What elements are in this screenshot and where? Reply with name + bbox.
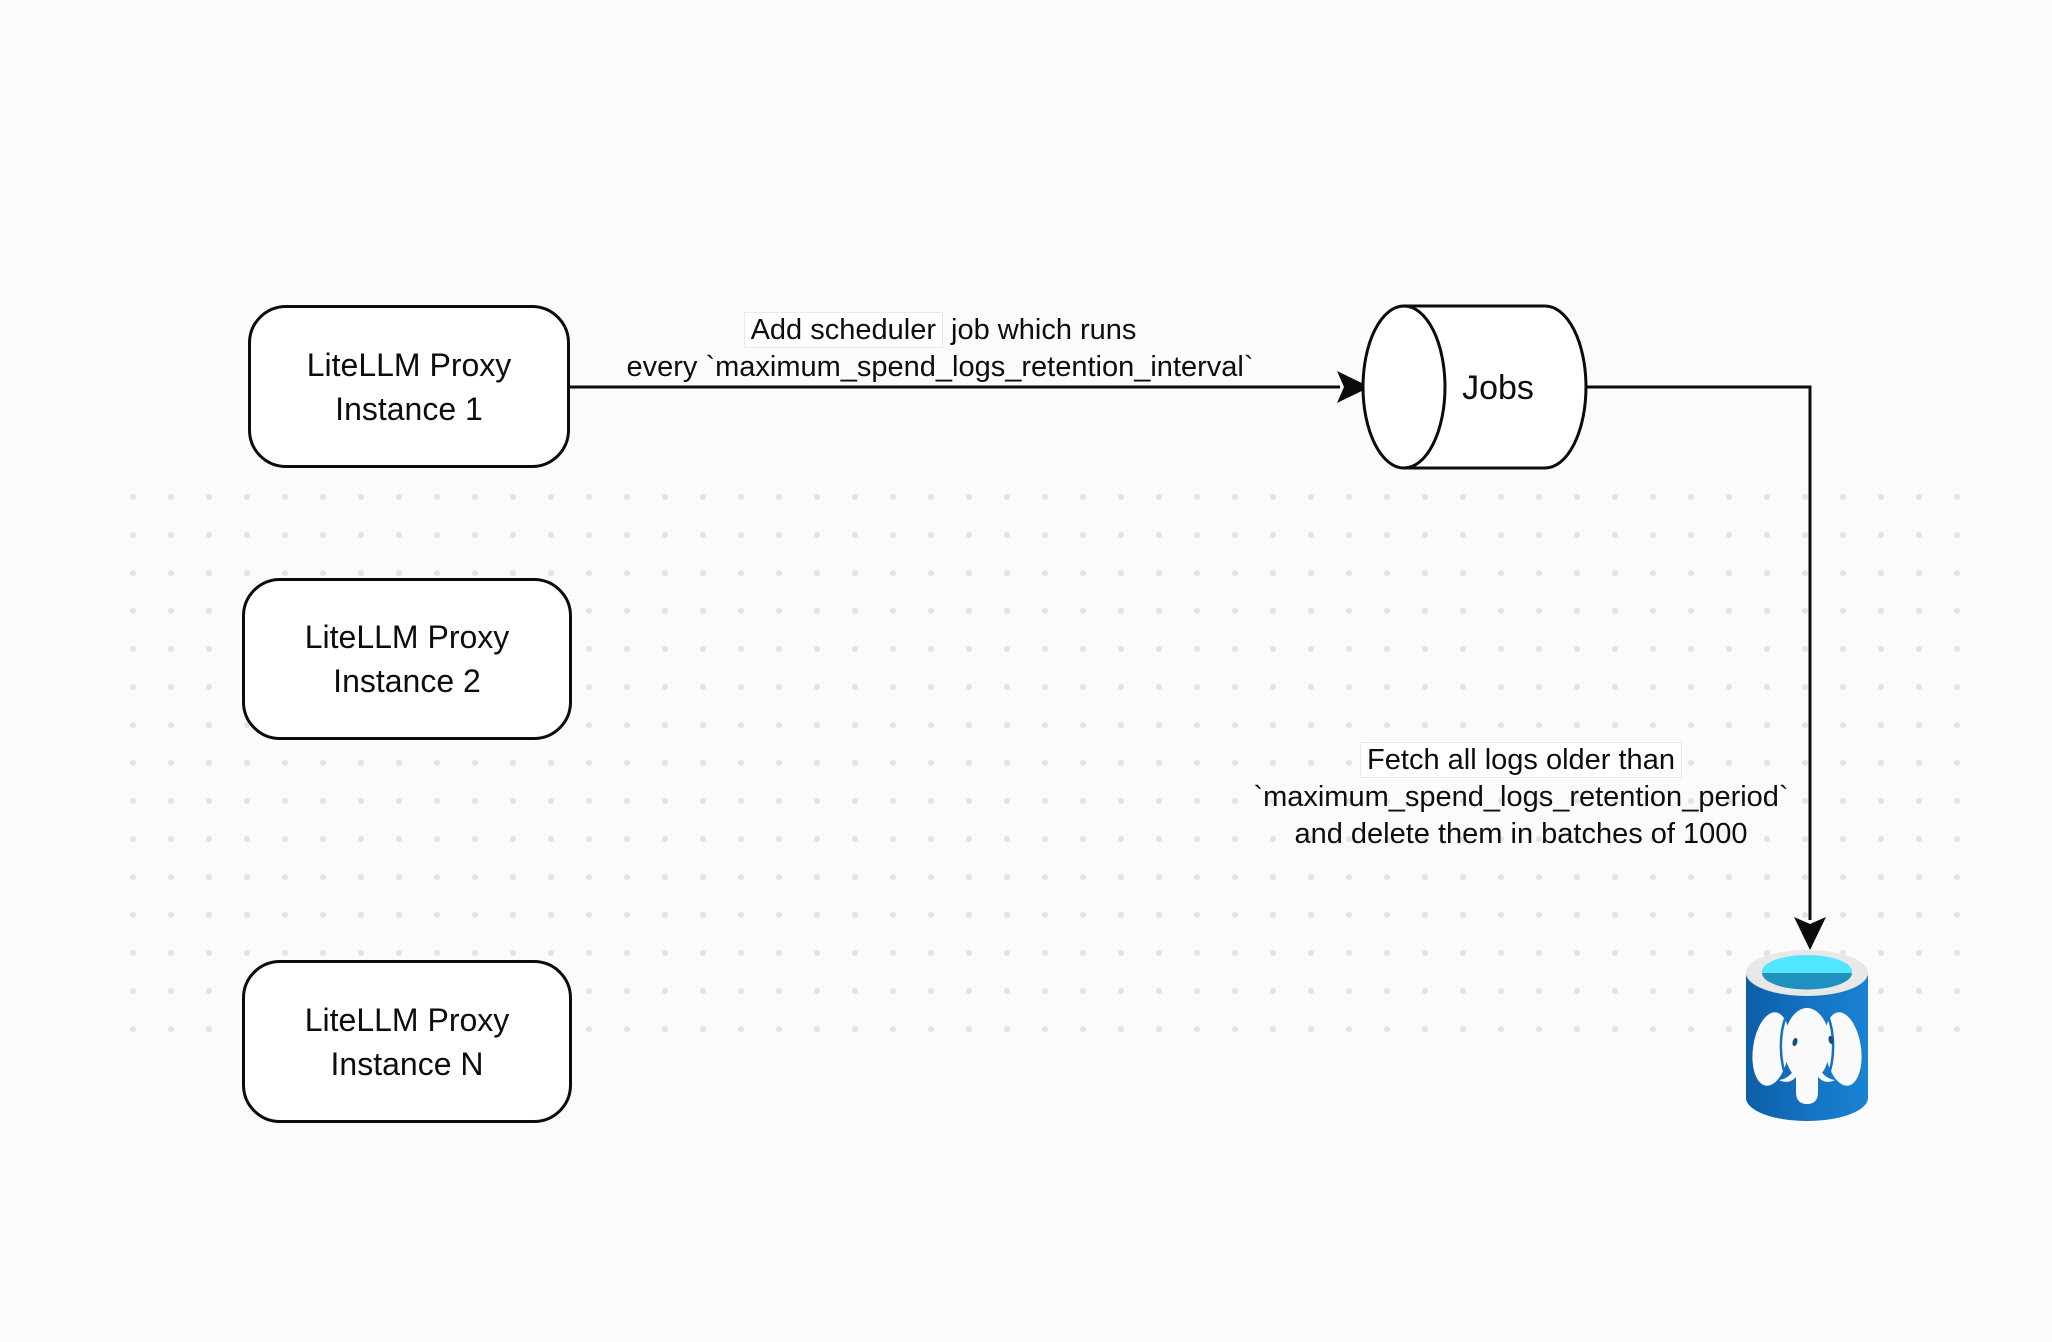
edge-label-line: every `maximum_spend_logs_retention_inte… (626, 351, 1254, 383)
edge-label-highlight: Fetch all logs older than (1360, 742, 1682, 778)
edge-label-fetch-delete[interactable]: Fetch all logs older than `maximum_spend… (1190, 742, 1852, 853)
jobs-cylinder[interactable]: Jobs (1361, 304, 1588, 470)
node-label: LiteLLM Proxy Instance 1 (306, 346, 512, 427)
edge-label-line: `maximum_spend_logs_retention_period` (1253, 781, 1789, 813)
node-litellm-proxy-instance-2[interactable]: LiteLLM Proxy Instance 2 (242, 578, 572, 740)
scheduler-edge-arrowhead-icon (1337, 371, 1370, 403)
node-litellm-proxy-instance-n[interactable]: LiteLLM Proxy Instance N (242, 960, 572, 1123)
edge-label-line: and delete them in batches of 1000 (1294, 818, 1748, 850)
postgres-elephant-icon (1752, 1008, 1862, 1104)
jobs-label: Jobs (1462, 369, 1534, 407)
edge-label-line: Add scheduler job which runs (590, 312, 1290, 349)
edge-label-line: Fetch all logs older than (1190, 742, 1852, 779)
fetch-edge-line[interactable] (1586, 385, 1812, 920)
postgresql-database-icon[interactable] (1746, 950, 1868, 1121)
edge-label-scheduler[interactable]: Add scheduler job which runs every `maxi… (590, 312, 1290, 386)
node-label: LiteLLM Proxy Instance 2 (304, 619, 510, 699)
node-litellm-proxy-instance-1[interactable]: LiteLLM Proxy Instance 1 (248, 305, 570, 468)
fetch-edge-arrowhead-icon (1794, 917, 1826, 950)
edge-label-highlight: Add scheduler (743, 312, 943, 348)
jobs-cylinder-face (1361, 304, 1447, 470)
postgres-opening-shadow (1762, 973, 1852, 990)
node-label: LiteLLM Proxy Instance N (304, 1001, 510, 1082)
jobs-cylinder-body (1402, 304, 1588, 470)
